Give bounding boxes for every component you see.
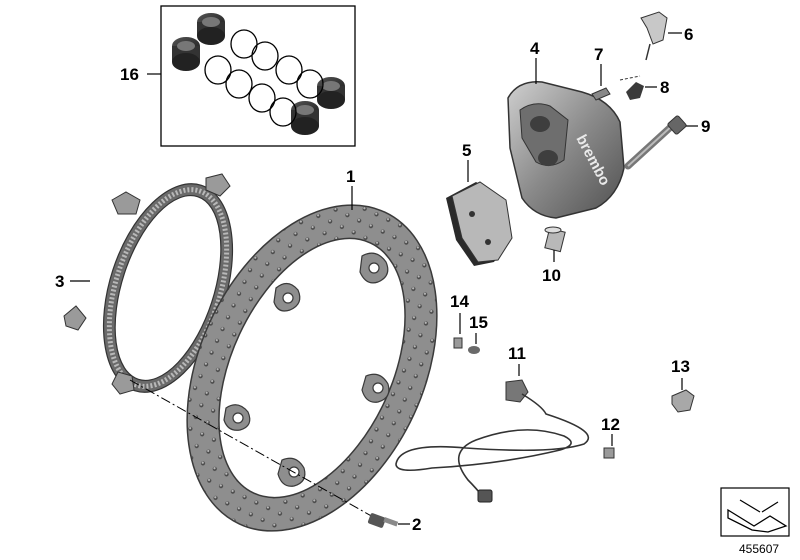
callout-15: 15 [469, 313, 488, 332]
piston [291, 101, 319, 135]
callout-11: 11 [508, 344, 526, 363]
piston [197, 13, 225, 45]
disc-bolt: 2 [367, 513, 421, 534]
seal-kit-box [160, 5, 356, 147]
piston [317, 77, 345, 109]
bracket-screw: 14 [450, 292, 469, 349]
abs-sensor-cable: 11 [395, 344, 590, 503]
callout-12: 12 [601, 415, 620, 434]
guide-sleeve: 10 [542, 226, 566, 285]
callout-4: 4 [530, 39, 540, 58]
sensor-screw: 12 [601, 415, 620, 459]
callout-8: 8 [660, 78, 669, 97]
seal-kit-group: 16 [120, 5, 356, 147]
pad-spring: 6 [640, 11, 693, 61]
callout-1: 1 [346, 167, 355, 186]
callout-9: 9 [701, 117, 710, 136]
seal-rings [204, 29, 324, 127]
brake-disc: 1 [186, 167, 438, 532]
callout-7: 7 [594, 45, 603, 64]
cable-grommet: 13 [671, 357, 695, 413]
bracket-washer: 15 [468, 313, 488, 354]
reference-icon-box: 455607 [720, 487, 790, 556]
callout-14: 14 [450, 292, 469, 311]
reference-number: 455607 [739, 542, 779, 556]
callout-3: 3 [55, 272, 64, 291]
callout-10: 10 [542, 266, 561, 285]
bleeder-cap: 8 [619, 75, 669, 100]
callout-2: 2 [412, 515, 421, 534]
caliper-bolt: 9 [624, 115, 710, 170]
piston [172, 37, 200, 71]
assembly-axis-line [129, 379, 376, 519]
brake-pads: 5 [446, 141, 513, 266]
callout-13: 13 [671, 357, 690, 376]
callout-16: 16 [120, 65, 139, 84]
bleeder-screw: 7 [591, 45, 611, 101]
brake-caliper: brembo 4 [507, 39, 625, 219]
callout-5: 5 [462, 141, 471, 160]
callout-6: 6 [684, 25, 693, 44]
